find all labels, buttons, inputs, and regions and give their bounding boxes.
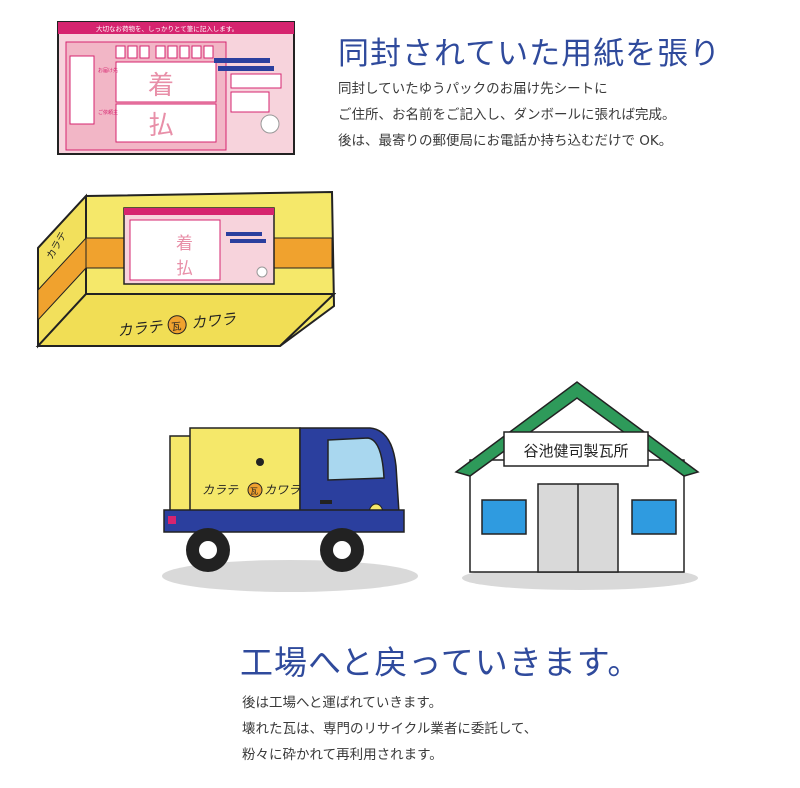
instruction-line: 壊れた瓦は、専門のリサイクル業者に委託して、 (242, 721, 538, 737)
truck-rear-hub (199, 541, 217, 559)
form-blue-line (214, 58, 270, 63)
factory-building-illustration: 谷池健司製瓦所 (454, 381, 700, 590)
box-brand-karate: カラテ (117, 317, 165, 340)
label-otodokesaki: お届け先 (98, 67, 118, 74)
truck-taillight (168, 516, 176, 524)
factory-sign-board (503, 431, 649, 467)
kanji-chaku: 着 (148, 71, 174, 101)
instruction-line: ご住所、お名前をご記入し、ダンボールに張れば完成。 (338, 107, 676, 123)
heading-paste-form: 同封されていた用紙を張り (338, 36, 722, 72)
truck-windshield (327, 437, 385, 481)
postal-code-boxes (115, 45, 214, 59)
factory-window-left (481, 499, 527, 535)
form-small-box (230, 73, 282, 89)
form-name-column (69, 55, 95, 125)
form-header-text: 大切なお荷物を、しっかりとて筆に記入します。 (96, 24, 238, 33)
truck-seal (247, 482, 263, 498)
box-brand-kawara: カワラ (190, 310, 237, 333)
instruction-line: 同封していたゆうパックのお届け先シートに (338, 81, 608, 97)
form-blue-line (230, 239, 266, 243)
instruction-paragraph-2: 後は工場へと運ばれていきます。 壊れた瓦は、専門のリサイクル業者に委託して、 粉… (242, 690, 537, 768)
factory-sign-text: 谷池健司製瓦所 (523, 442, 628, 460)
delivery-truck-illustration: カラテ 瓦 カワラ (162, 427, 418, 592)
truck-door-handle (320, 500, 332, 504)
form-header-bar (58, 22, 294, 34)
truck-brand-karate: カラテ (202, 483, 239, 497)
form-recipient-box (115, 61, 217, 103)
form-blue-line (218, 66, 274, 71)
instruction-line: 後は、最寄りの郵便局にお電話か持ち込むだけで OK。 (338, 133, 673, 149)
truck-brand-kawara: カワラ (264, 483, 300, 497)
truck-front-hub (333, 541, 351, 559)
cargo-handle-hole (256, 458, 264, 466)
attached-form-header (124, 208, 274, 215)
truck-cargo-box-front (189, 427, 301, 519)
form-stamp-circle (260, 114, 280, 134)
delivery-form-illustration: 大切なお荷物を、しっかりとて筆に記入します。 着 払 お届け先 ご依頼主 (57, 21, 295, 155)
attached-form-address (129, 219, 221, 281)
factory-window-right (631, 499, 677, 535)
box-seal (167, 315, 187, 335)
heading-return-to-factory: 工場へと戻っていきます。 (240, 643, 642, 682)
kanji-barai: 払 (148, 111, 174, 141)
cardboard-box-illustration: 着 払 カラテ カラテ 瓦 カワラ (35, 190, 336, 349)
truck-chassis (163, 509, 405, 533)
form-blue-line (226, 232, 262, 236)
packing-tape-side (37, 236, 87, 322)
form-stamp-circle (256, 266, 268, 278)
label-goiraishu: ご依頼主 (98, 109, 118, 116)
kanji-barai: 払 (176, 259, 193, 279)
truck-seal-text: 瓦 (250, 487, 258, 496)
instruction-line: 後は工場へと運ばれていきます。 (242, 695, 443, 711)
kanji-chaku: 着 (176, 234, 193, 254)
factory-roof (454, 381, 700, 477)
instruction-paragraph-1: 同封していたゆうパックのお届け先シートに ご住所、お名前をご記入し、ダンボールに… (338, 76, 676, 154)
box-top-face (35, 293, 336, 347)
form-sender-box (115, 103, 217, 143)
form-small-box (230, 91, 270, 113)
box-seal-text: 瓦 (171, 321, 182, 333)
instruction-line: 粉々に砕かれて再利用されます。 (242, 747, 443, 763)
